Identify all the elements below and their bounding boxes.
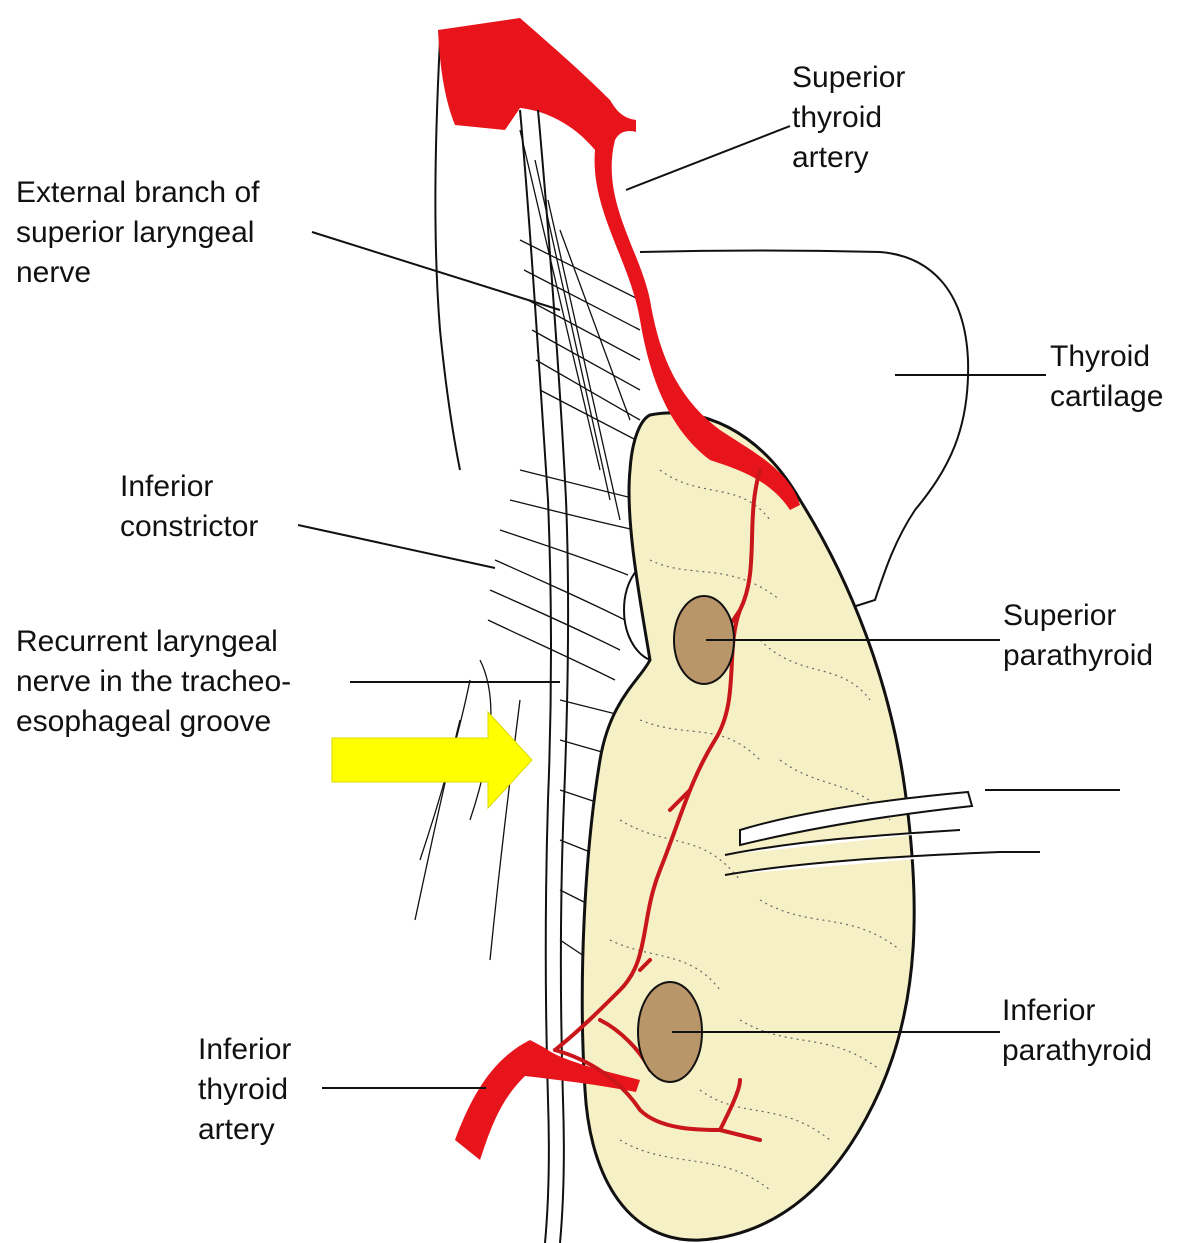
label-line: parathyroid [1003, 636, 1153, 676]
label-line: cartilage [1050, 377, 1163, 417]
label-line: Thyroid [1050, 337, 1163, 377]
label-line: Inferior [1002, 991, 1152, 1031]
label-superior-thyroid-artery: Superior thyroid artery [792, 58, 905, 178]
label-line: thyroid [198, 1070, 291, 1110]
label-superior-parathyroid: Superior parathyroid [1003, 596, 1153, 676]
label-inferior-parathyroid: Inferior parathyroid [1002, 991, 1152, 1071]
label-line: Inferior [198, 1030, 291, 1070]
label-line: Superior [1003, 596, 1153, 636]
label-external-branch: External branch of superior laryngeal ne… [16, 173, 259, 293]
label-line: nerve [16, 253, 259, 293]
label-line: Inferior [120, 467, 258, 507]
label-line: esophageal groove [16, 702, 291, 742]
label-line: artery [792, 138, 905, 178]
label-inferior-thyroid-artery: Inferior thyroid artery [198, 1030, 291, 1150]
label-thyroid-cartilage: Thyroid cartilage [1050, 337, 1163, 417]
label-line: constrictor [120, 507, 258, 547]
label-line: nerve in the tracheo- [16, 662, 291, 702]
label-line: External branch of [16, 173, 259, 213]
label-line: Recurrent laryngeal [16, 622, 291, 662]
right-arrow-icon [332, 712, 532, 808]
label-inferior-constrictor: Inferior constrictor [120, 467, 258, 547]
label-recurrent-laryngeal: Recurrent laryngeal nerve in the tracheo… [16, 622, 291, 742]
label-line: superior laryngeal [16, 213, 259, 253]
label-line: artery [198, 1110, 291, 1150]
label-line: parathyroid [1002, 1031, 1152, 1071]
label-line: thyroid [792, 98, 905, 138]
label-line: Superior [792, 58, 905, 98]
